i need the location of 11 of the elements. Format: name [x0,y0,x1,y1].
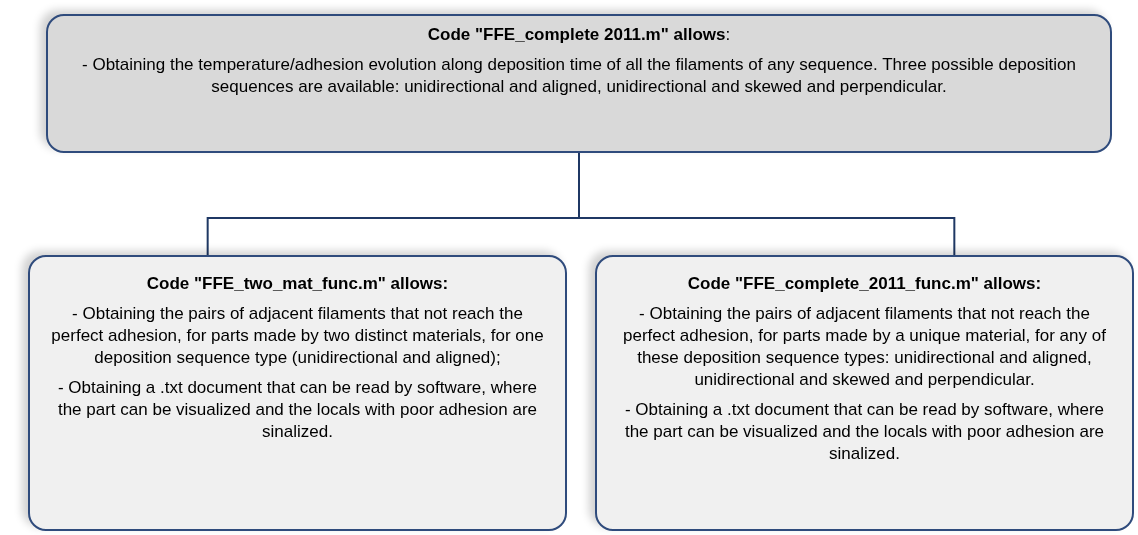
box-heading: Code "FFE_complete_2011_func.m" allows: [687,273,1042,295]
description-text: - Obtaining the pairs of adjacent filaments that not reach the perfect adhesion, for parts made by a unique material, for any of these deposition sequence types: unidirectional and aligned, unidirectional and skewed and perpendicular. [622,303,1107,391]
text-box [46,14,1112,153]
description-text: - Obtaining a .txt document that can be read by software, where the part can be visualized and the locals with poor adhesion are sinalized. [56,377,539,443]
text-box [595,255,1134,531]
description-text: - Obtaining the pairs of adjacent filaments that not reach the perfect adhesion, for parts made by two distinct materials, for one deposition sequence type (unidirectional and aligned); [50,303,545,369]
description-text: - Obtaining the temperature/adhesion evolution along deposition time of all the filaments of any sequence. Three possible deposition sequences are available: unidirectional and aligned, unidirectional and skewed and perpendicular. [81,54,1077,98]
box-heading: Code "FFE_complete 2011.m" allows: [427,24,731,46]
text-box [28,255,567,531]
description-text: - Obtaining a .txt document that can be read by software, where the part can be visualized and the locals with poor adhesion are sinalized. [623,399,1106,465]
box-heading: Code "FFE_two_mat_func.m" allows: [146,273,449,295]
